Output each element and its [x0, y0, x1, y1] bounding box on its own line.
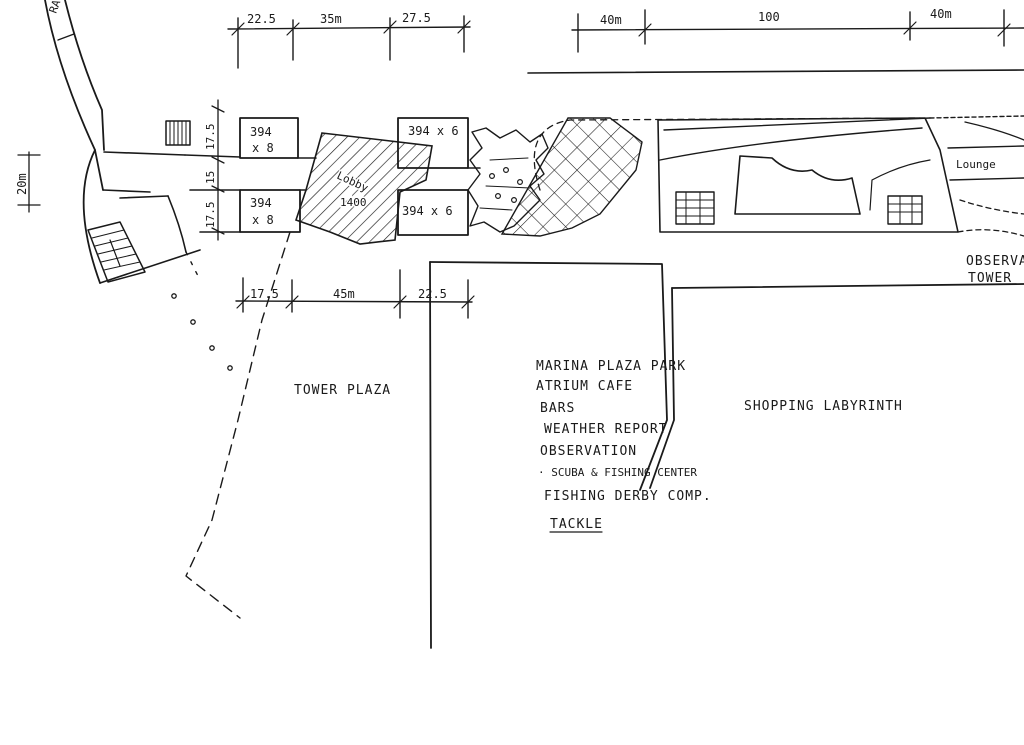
room-a [239, 117, 299, 159]
dim-top-2: 35m [320, 12, 342, 26]
dashed-arc [533, 117, 921, 191]
curved-road-edge [44, 0, 201, 284]
room-c-label: 394 x 6 [408, 124, 459, 138]
room-a-label-top: 394 [250, 125, 272, 139]
bottom-dimension-chain [235, 269, 475, 319]
small-stair [165, 120, 191, 146]
room-b-label-bottom: x 8 [252, 213, 274, 227]
top-left-dimension-chain [227, 15, 471, 69]
walls [184, 154, 481, 233]
dim-left-3: 17.5 [204, 202, 217, 229]
program-item: WEATHER REPORT [544, 422, 668, 437]
program-item: MARINA PLAZA PARK [536, 359, 686, 374]
site-lines [171, 231, 1024, 649]
room-b-label-top: 394 [250, 196, 272, 210]
hatched-wedge [500, 117, 643, 237]
lounge-label: Lounge [956, 158, 996, 171]
program-list: MARINA PLAZA PARK ATRIUM CAFE BARS WEATH… [536, 359, 712, 533]
dim-bottom-2: 45m [333, 287, 355, 301]
observation-label-bottom: TOWER [968, 271, 1012, 286]
side-dimension-label: 20m [15, 173, 29, 195]
room-a-label-bottom: x 8 [252, 141, 274, 155]
dim-left-2: 15 [204, 171, 217, 184]
dim-bottom-1: 17.5 [250, 287, 279, 301]
left-height-dimensions [211, 99, 225, 241]
room-d-label: 394 x 6 [402, 204, 453, 218]
dim-top-right-3: 40m [930, 7, 952, 21]
tower-plaza-label: TOWER PLAZA [294, 383, 391, 398]
program-item: FISHING DERBY COMP. [544, 489, 712, 504]
dim-bottom-3: 22.5 [418, 287, 447, 301]
program-item: OBSERVATION [540, 444, 637, 459]
side-dimension: 20m [15, 151, 41, 213]
program-item: TACKLE [550, 517, 603, 532]
program-item: ATRIUM CAFE [536, 379, 633, 394]
program-item: BARS [540, 401, 575, 416]
program-item: · SCUBA & FISHING CENTER [538, 466, 697, 479]
dim-top-right-2: 100 [758, 10, 780, 24]
dim-top-right-1: 40m [600, 13, 622, 27]
long-building [657, 115, 1024, 237]
lobby [294, 132, 433, 245]
dim-top-3: 27.5 [402, 11, 431, 25]
top-right-dimension-chain [527, 9, 1024, 74]
lobby-label-bottom: 1400 [340, 196, 367, 209]
dim-left-1: 17.5 [204, 124, 217, 151]
corner-text: RA [47, 0, 64, 15]
observation-label-top: OBSERVA [966, 254, 1024, 269]
stair-block [87, 221, 146, 283]
dim-top-1: 22.5 [247, 12, 276, 26]
shopping-labyrinth-label: SHOPPING LABYRINTH [744, 399, 903, 414]
